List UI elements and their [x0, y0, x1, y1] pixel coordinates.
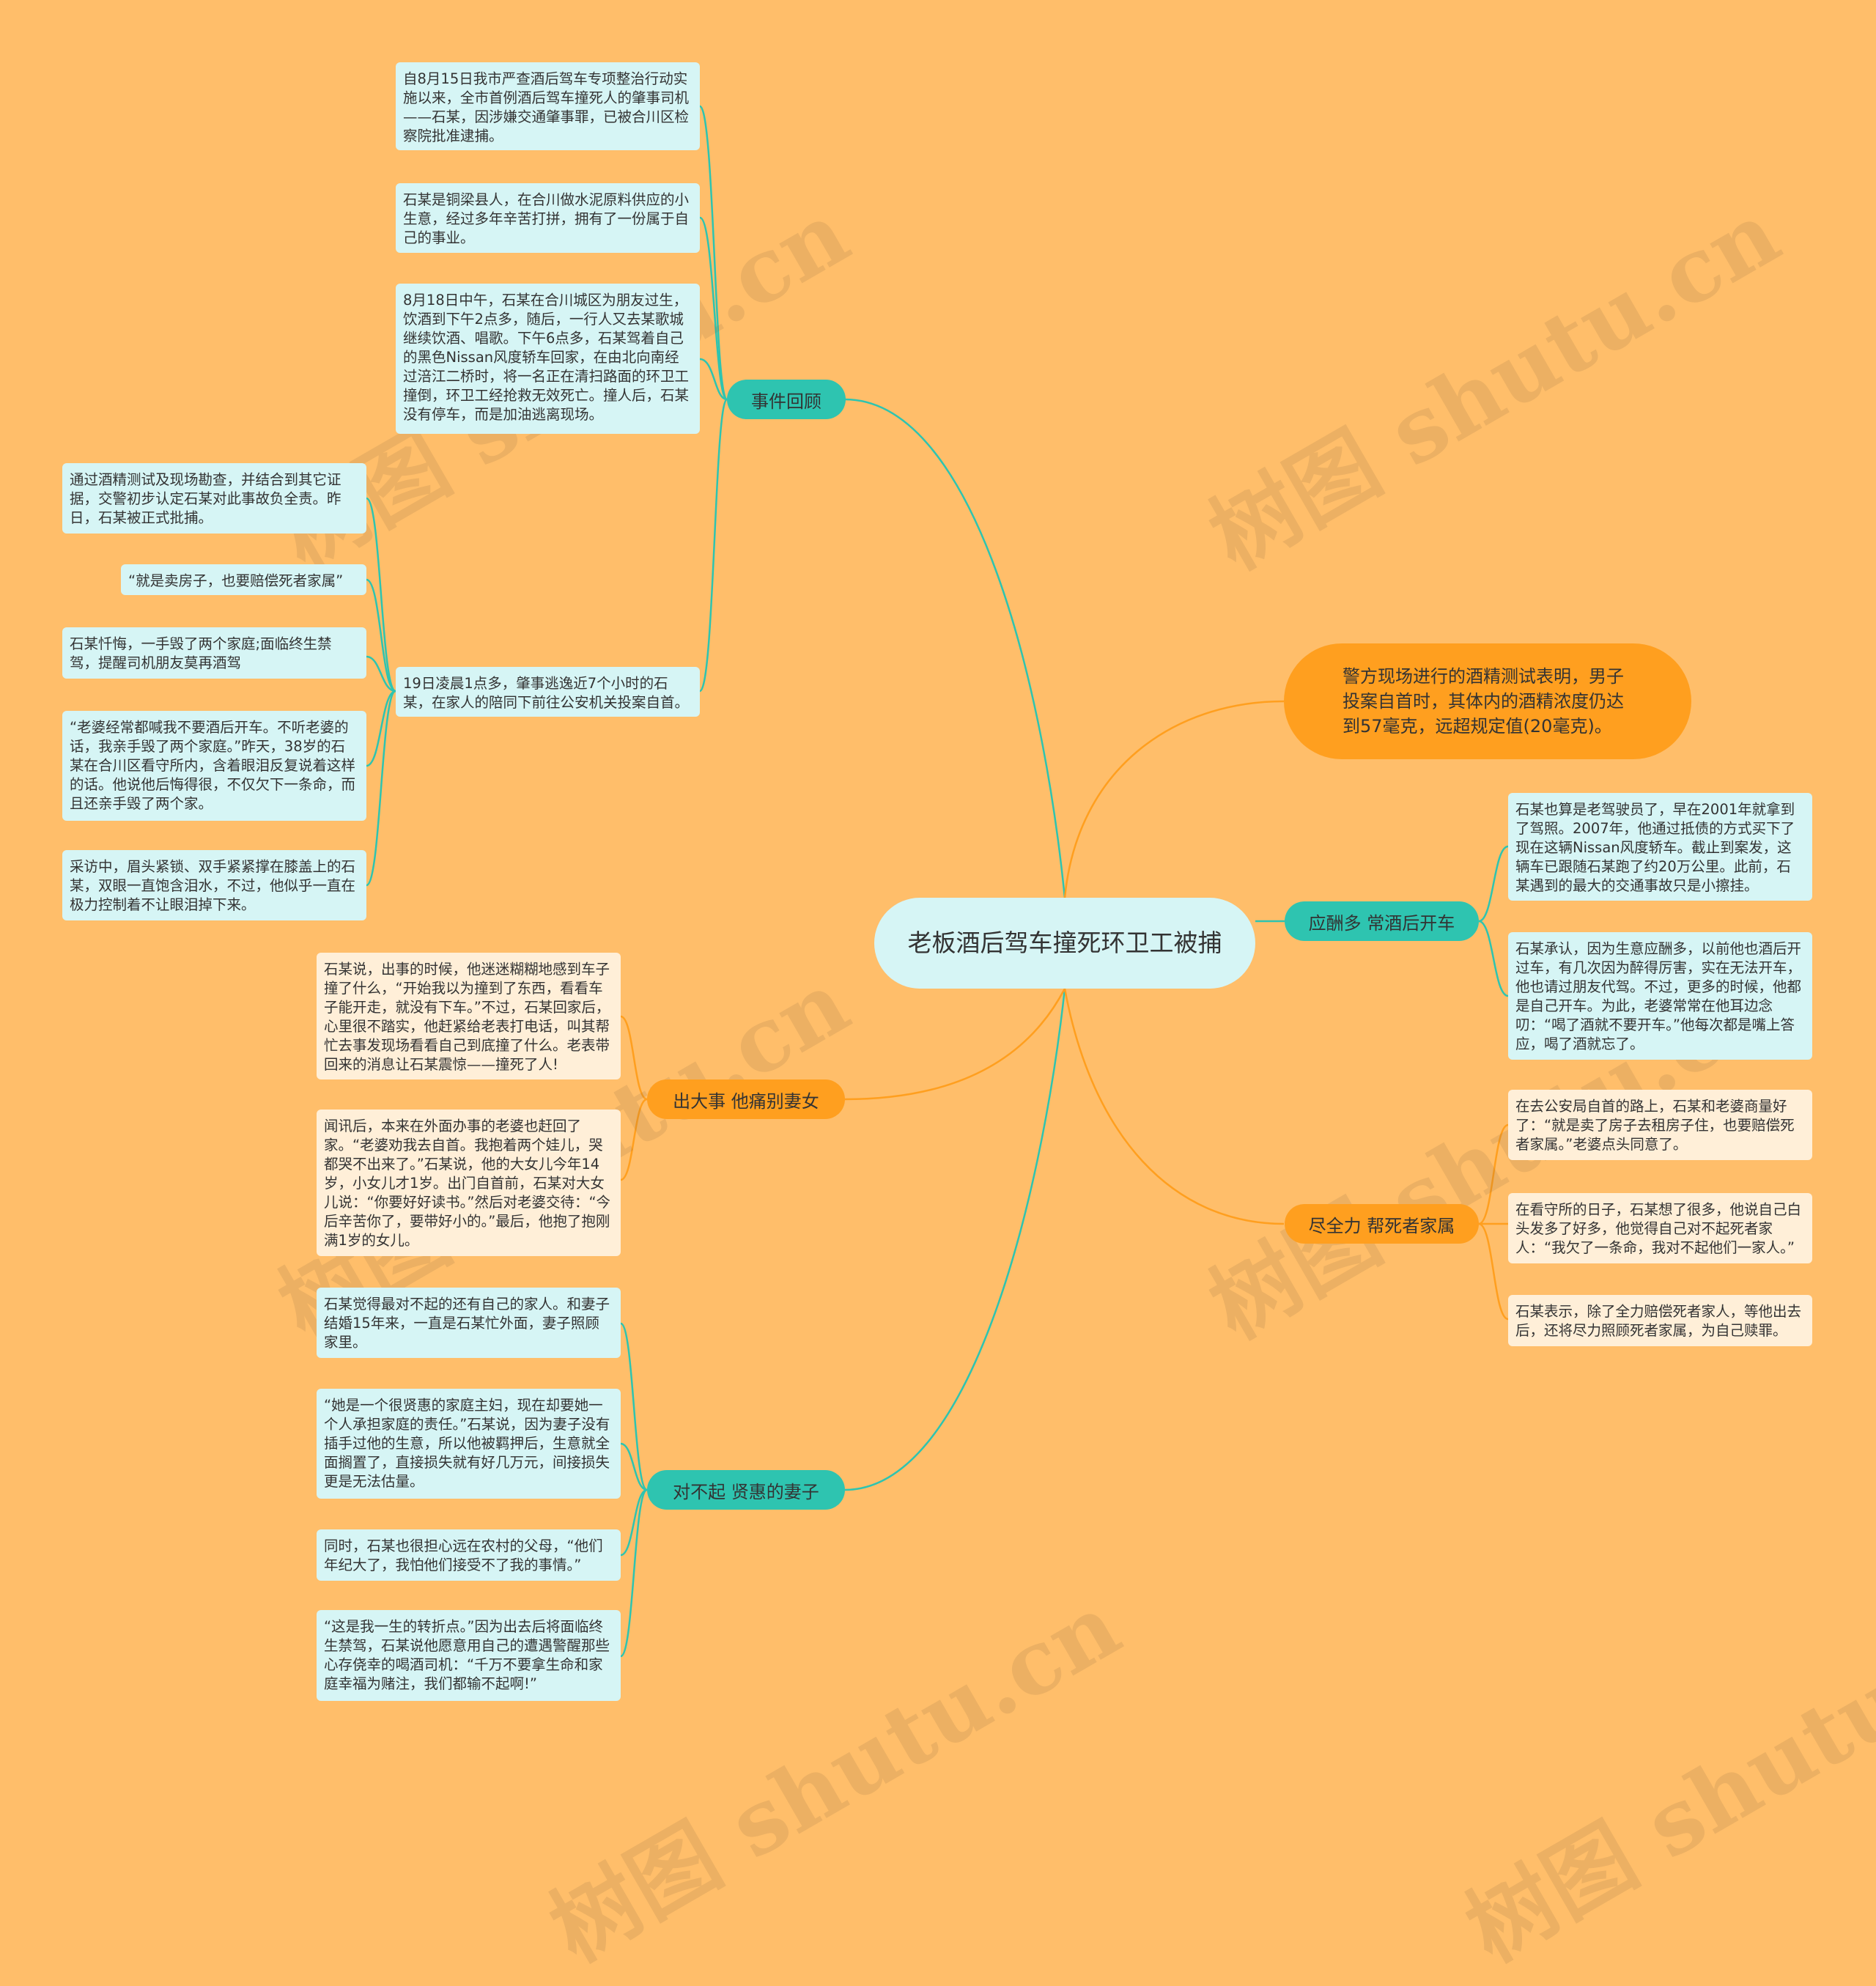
compensate-leaf[interactable]: 在看守所的日子，石某想了很多，他说自己白头发多了好多，他觉得自己对不起死者家人：… [1508, 1193, 1812, 1263]
review-leaf[interactable]: 自8月15日我市严查酒后驾车专项整治行动实施以来，全市首例酒后驾车撞死人的肇事司… [396, 62, 700, 150]
accident-leaf[interactable]: 闻讯后，本来在外面办事的老婆也赶回了家。“老婆劝我去自首。我抱着两个娃儿，哭都哭… [317, 1110, 621, 1256]
branch-help-victim-family[interactable]: 尽全力 帮死者家属 [1285, 1204, 1479, 1244]
sub-leaf[interactable]: 通过酒精测试及现场勘查，并结合到其它证据，交警初步认定石某对此事故负全责。昨日，… [62, 463, 366, 534]
callout-text: 警方现场进行的酒精测试表明，男子投案自首时，其体内的酒精浓度仍达到57毫克，远超… [1343, 666, 1624, 737]
compensate-leaf[interactable]: 石某表示，除了全力赔偿死者家人，等他出去后，还将尽力照顾死者家属，为自己赎罪。 [1508, 1295, 1812, 1346]
connector-lines [366, 105, 1509, 1658]
sub-leaf[interactable]: 石某忏悔，一手毁了两个家庭;面临终生禁驾，提醒司机朋友莫再酒驾 [62, 627, 366, 679]
compensate-leaf[interactable]: 在去公安局自首的路上，石某和老婆商量好了：“就是卖了房子去租房子住，也要赔偿死者… [1508, 1090, 1812, 1160]
review-leaf-surrender[interactable]: 19日凌晨1点多，肇事逃逸近7个小时的石某，在家人的陪同下前往公安机关投案自首。 [396, 667, 700, 717]
accident-leaf[interactable]: 石某说，出事的时候，他迷迷糊糊地感到车子撞了什么，“开始我以为撞到了东西，看看车… [317, 953, 621, 1079]
drinking-leaf[interactable]: 石某承认，因为生意应酬多，以前他也酒后开过车，有几次因为醉得厉害，实在无法开车，… [1508, 932, 1812, 1060]
wife-leaf[interactable]: 同时，石某也很担心远在农村的父母，“他们年纪大了，我怕他们接受不了我的事情。” [317, 1529, 621, 1581]
wife-leaf[interactable]: “她是一个很贤惠的家庭主妇，现在却要她一个人承担家庭的责任。”石某说，因为妻子没… [317, 1389, 621, 1499]
sub-leaf[interactable]: “就是卖房子，也要赔偿死者家属” [121, 564, 366, 595]
sub-leaf[interactable]: “老婆经常都喊我不要酒后开车。不听老婆的话，我亲手毁了两个家庭。”昨天，38岁的… [62, 711, 366, 821]
drinking-leaf[interactable]: 石某也算是老驾驶员了，早在2001年就拿到了驾照。2007年，他通过抵债的方式买… [1508, 793, 1812, 901]
review-leaf[interactable]: 石某是铜梁县人，在合川做水泥原料供应的小生意，经过多年辛苦打拼，拥有了一份属于自… [396, 183, 700, 253]
branch-event-review[interactable]: 事件回顾 [727, 380, 846, 419]
branch-sorry-wife[interactable]: 对不起 贤惠的妻子 [647, 1470, 845, 1510]
wife-leaf[interactable]: 石某觉得最对不起的还有自己的家人。和妻子结婚15年来，一直是石某忙外面，妻子照顾… [317, 1288, 621, 1358]
root-topic[interactable]: 老板酒后驾车撞死环卫工被捕 [874, 898, 1255, 989]
branch-farewell-family[interactable]: 出大事 他痛别妻女 [647, 1079, 845, 1119]
sub-leaf[interactable]: 采访中，眉头紧锁、双手紧紧撑在膝盖上的石某，双眼一直饱含泪水，不过，他似乎一直在… [62, 850, 366, 920]
callout-alcohol-test[interactable]: 警方现场进行的酒精测试表明，男子投案自首时，其体内的酒精浓度仍达到57毫克，远超… [1284, 643, 1691, 759]
wife-leaf[interactable]: “这是我一生的转折点。”因为出去后将面临终生禁驾，石某说他愿意用自己的遭遇警醒那… [317, 1610, 621, 1701]
review-leaf[interactable]: 8月18日中午，石某在合川城区为朋友过生，饮酒到下午2点多，随后，一行人又去某歌… [396, 284, 700, 434]
branch-frequent-drinking[interactable]: 应酬多 常酒后开车 [1285, 901, 1479, 941]
